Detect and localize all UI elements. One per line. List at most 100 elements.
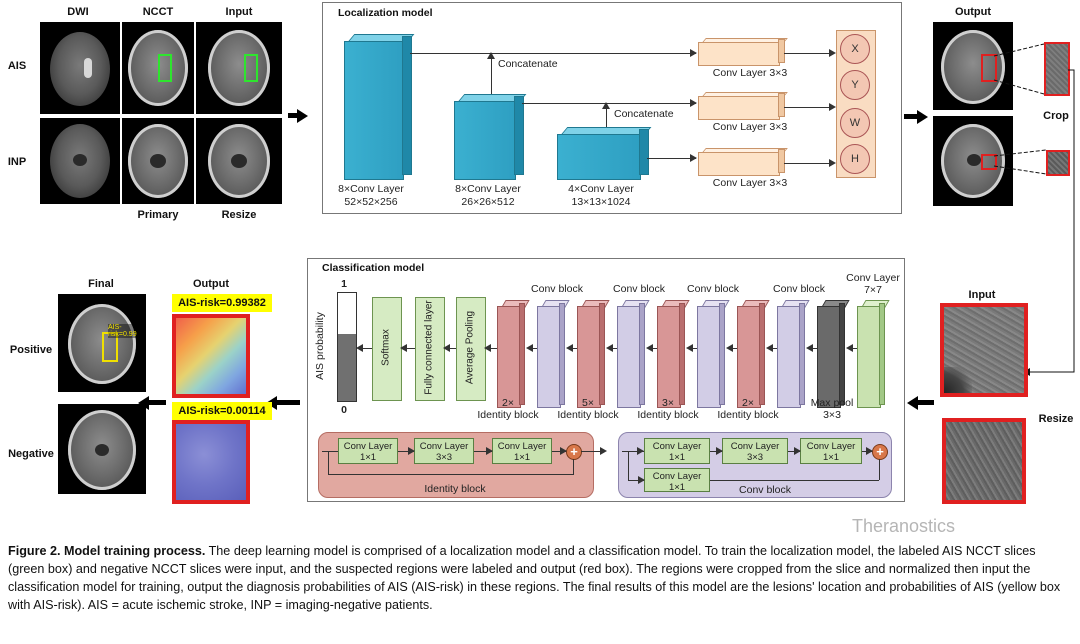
block2-size: 26×26×512 (461, 196, 515, 208)
output-ais-image (933, 22, 1013, 110)
prob-top-label: 1 (341, 278, 347, 290)
maxpool-label-1: Max pool (810, 397, 854, 409)
maxpool-label-2: 3×3 (823, 409, 841, 421)
conv3x3-c-label: Conv Layer 3×3 (712, 177, 788, 189)
final-negative-image (58, 404, 146, 494)
output-y: Y (840, 70, 870, 100)
col-label-ncct: NCCT (142, 6, 174, 18)
block3-size: 13×13×1024 (571, 196, 631, 208)
convblock-label-1: Conv block (531, 283, 583, 295)
probability-fill (338, 334, 356, 401)
output-h: H (840, 144, 870, 174)
red-lesion-box (981, 54, 997, 82)
block1-label: 8×Conv Layer (338, 183, 404, 195)
conv-slab-7 (737, 300, 770, 410)
green-lesion-box (244, 54, 258, 82)
input-patch-negative (942, 418, 1026, 504)
watermark: Theranostics (852, 516, 956, 536)
conv-slab-2 (537, 300, 570, 410)
block2-label: 8×Conv Layer (455, 183, 521, 195)
positive-label: Positive (9, 344, 53, 356)
conv77-label-1: Conv Layer (846, 272, 900, 284)
crop-label: Crop (1043, 110, 1069, 122)
input-patch-positive (940, 303, 1028, 397)
conv3x3-c (698, 152, 780, 176)
green-lesion-box (158, 54, 172, 82)
softmax-label: Softmax (380, 329, 392, 366)
fc-label: Fully connected layer (423, 300, 435, 395)
probability-bar (337, 292, 357, 402)
feature-block-26 (454, 101, 516, 180)
conv3x3-b (698, 96, 780, 120)
risk-negative-badge: AIS-risk=0.00114 (172, 402, 272, 420)
output-label-bottom: Output (192, 278, 230, 290)
identity-conv-1: Conv Layer 1×1 (338, 438, 398, 464)
convblock-label-2: Conv block (613, 283, 665, 295)
convblock-add-icon: + (872, 444, 888, 460)
concatenate-2: Concatenate (614, 108, 674, 120)
output-inp-image (933, 116, 1013, 206)
block3-label: 4×Conv Layer (568, 183, 634, 195)
conv77-label-2: 7×7 (864, 284, 882, 296)
final-positive-image: AIS-risk=0.99 (58, 294, 146, 392)
feature-block-52 (344, 41, 404, 180)
output-x: X (840, 34, 870, 64)
row-label-ais: AIS (7, 60, 27, 72)
conv-slab-8 (777, 300, 810, 410)
arrow-head-icon (907, 396, 918, 410)
prob-axis-label: AIS probability (314, 312, 326, 380)
input-ais-image (196, 22, 282, 114)
convblock-conv-2: Conv Layer 3×3 (722, 438, 788, 464)
resize-label: Resize (1038, 413, 1074, 425)
dwi-ais-image (40, 22, 120, 114)
figure-caption: Figure 2. Model training process. The de… (8, 542, 1068, 614)
heatmap-positive (172, 314, 250, 398)
convblock-label-4: Conv block (773, 283, 825, 295)
col-label-input: Input (225, 6, 253, 18)
crop-ais-patch (1044, 42, 1070, 96)
conv-slab-1 (497, 300, 530, 410)
ncct-ais-image (122, 22, 194, 114)
col-label-dwi: DWI (67, 6, 89, 18)
heatmap-negative (172, 420, 250, 504)
yellow-lesion-box (102, 332, 118, 362)
output-w: W (840, 108, 870, 138)
identity-add-icon: + (566, 444, 582, 460)
feature-block-13 (557, 134, 641, 180)
red-lesion-box (981, 154, 997, 170)
localization-title: Localization model (338, 7, 433, 19)
conv-slab-6 (697, 300, 730, 410)
dwi-inp-image (40, 118, 120, 204)
identity-2x-label: 2× Identity block (477, 397, 539, 421)
concatenate-1: Concatenate (498, 58, 558, 70)
maxpool-slab (817, 300, 850, 410)
classification-title: Classification model (322, 262, 425, 274)
conv3x3-b-label: Conv Layer 3×3 (712, 121, 788, 133)
input-inp-image (196, 118, 282, 204)
label-resize: Resize (221, 209, 257, 221)
negative-label: Negative (8, 448, 54, 460)
block1-size: 52×52×256 (344, 196, 398, 208)
convblock-label-3: Conv block (687, 283, 739, 295)
conv3x3-a (698, 42, 780, 66)
conv7x7-slab (857, 300, 890, 410)
conv3x3-a-label: Conv Layer 3×3 (712, 67, 788, 79)
crop-inp-patch (1046, 150, 1070, 176)
convblock-shortcut-conv: Conv Layer 1×1 (644, 468, 710, 493)
identity-2x-b-label: 2× Identity block (717, 397, 779, 421)
avgpool-label: Average Pooling (464, 310, 476, 385)
final-label: Final (88, 278, 114, 290)
identity-conv-3: Conv Layer 1×1 (492, 438, 552, 464)
prob-bottom-label: 0 (341, 404, 347, 416)
identity-block-label: Identity block (424, 483, 486, 495)
label-primary: Primary (137, 209, 179, 221)
conv-slab-4 (617, 300, 650, 410)
convblock-conv-1: Conv Layer 1×1 (644, 438, 710, 464)
arrow-head-icon (138, 396, 149, 410)
output-label: Output (954, 6, 992, 18)
arrow-head-icon (917, 110, 928, 124)
ncct-inp-image (122, 118, 194, 204)
caption-body: The deep learning model is comprised of … (8, 544, 1061, 612)
identity-3x-label: 3× Identity block (637, 397, 699, 421)
risk-positive-badge: AIS-risk=0.99382 (172, 294, 272, 312)
